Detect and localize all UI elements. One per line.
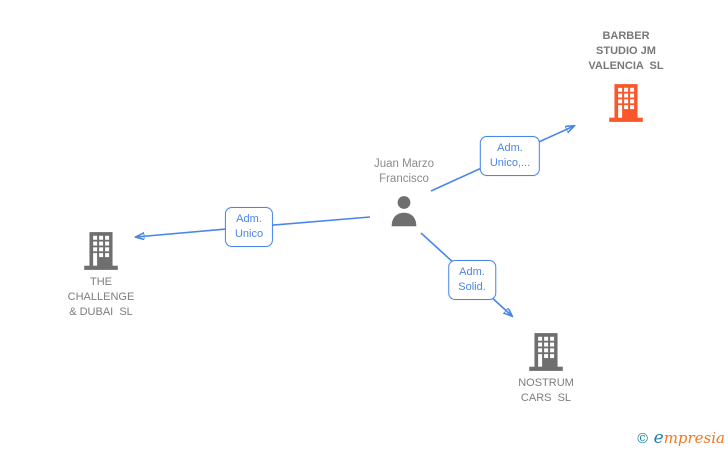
copyright-icon: © — [635, 431, 650, 447]
building-icon[interactable] — [525, 332, 567, 372]
edge-label-adm-solid: Adm. Solid. — [448, 260, 496, 300]
building-icon[interactable] — [605, 83, 647, 123]
edge-label-adm-unico: Adm. Unico — [224, 207, 274, 247]
building-icon[interactable] — [80, 231, 122, 271]
edge-label-adm-unico-ellipsis: Adm. Unico,... — [479, 136, 541, 176]
company-name[interactable]: THE CHALLENGE & DUBAI SL — [67, 276, 135, 318]
company-name[interactable]: NOSTRUM CARS SL — [518, 377, 574, 404]
company-node-the-challenge-dubai[interactable]: THE CHALLENGE & DUBAI SL — [40, 231, 162, 320]
empresia-watermark: ©empresia — [636, 428, 725, 449]
brand-initial: e — [653, 428, 664, 448]
person-node-juan-marzo-francisco[interactable]: Juan Marzo Francisco — [340, 157, 468, 229]
company-node-nostrum-cars[interactable]: NOSTRUM CARS SL — [486, 332, 606, 406]
person-name[interactable]: Juan Marzo Francisco — [373, 158, 435, 185]
person-icon[interactable] — [387, 193, 421, 229]
company-node-barber-studio-jm-valencia[interactable]: BARBER STUDIO JM VALENCIA SL — [560, 29, 692, 123]
company-name[interactable]: BARBER STUDIO JM VALENCIA SL — [588, 30, 664, 72]
brand-rest: mpresia — [663, 429, 725, 447]
